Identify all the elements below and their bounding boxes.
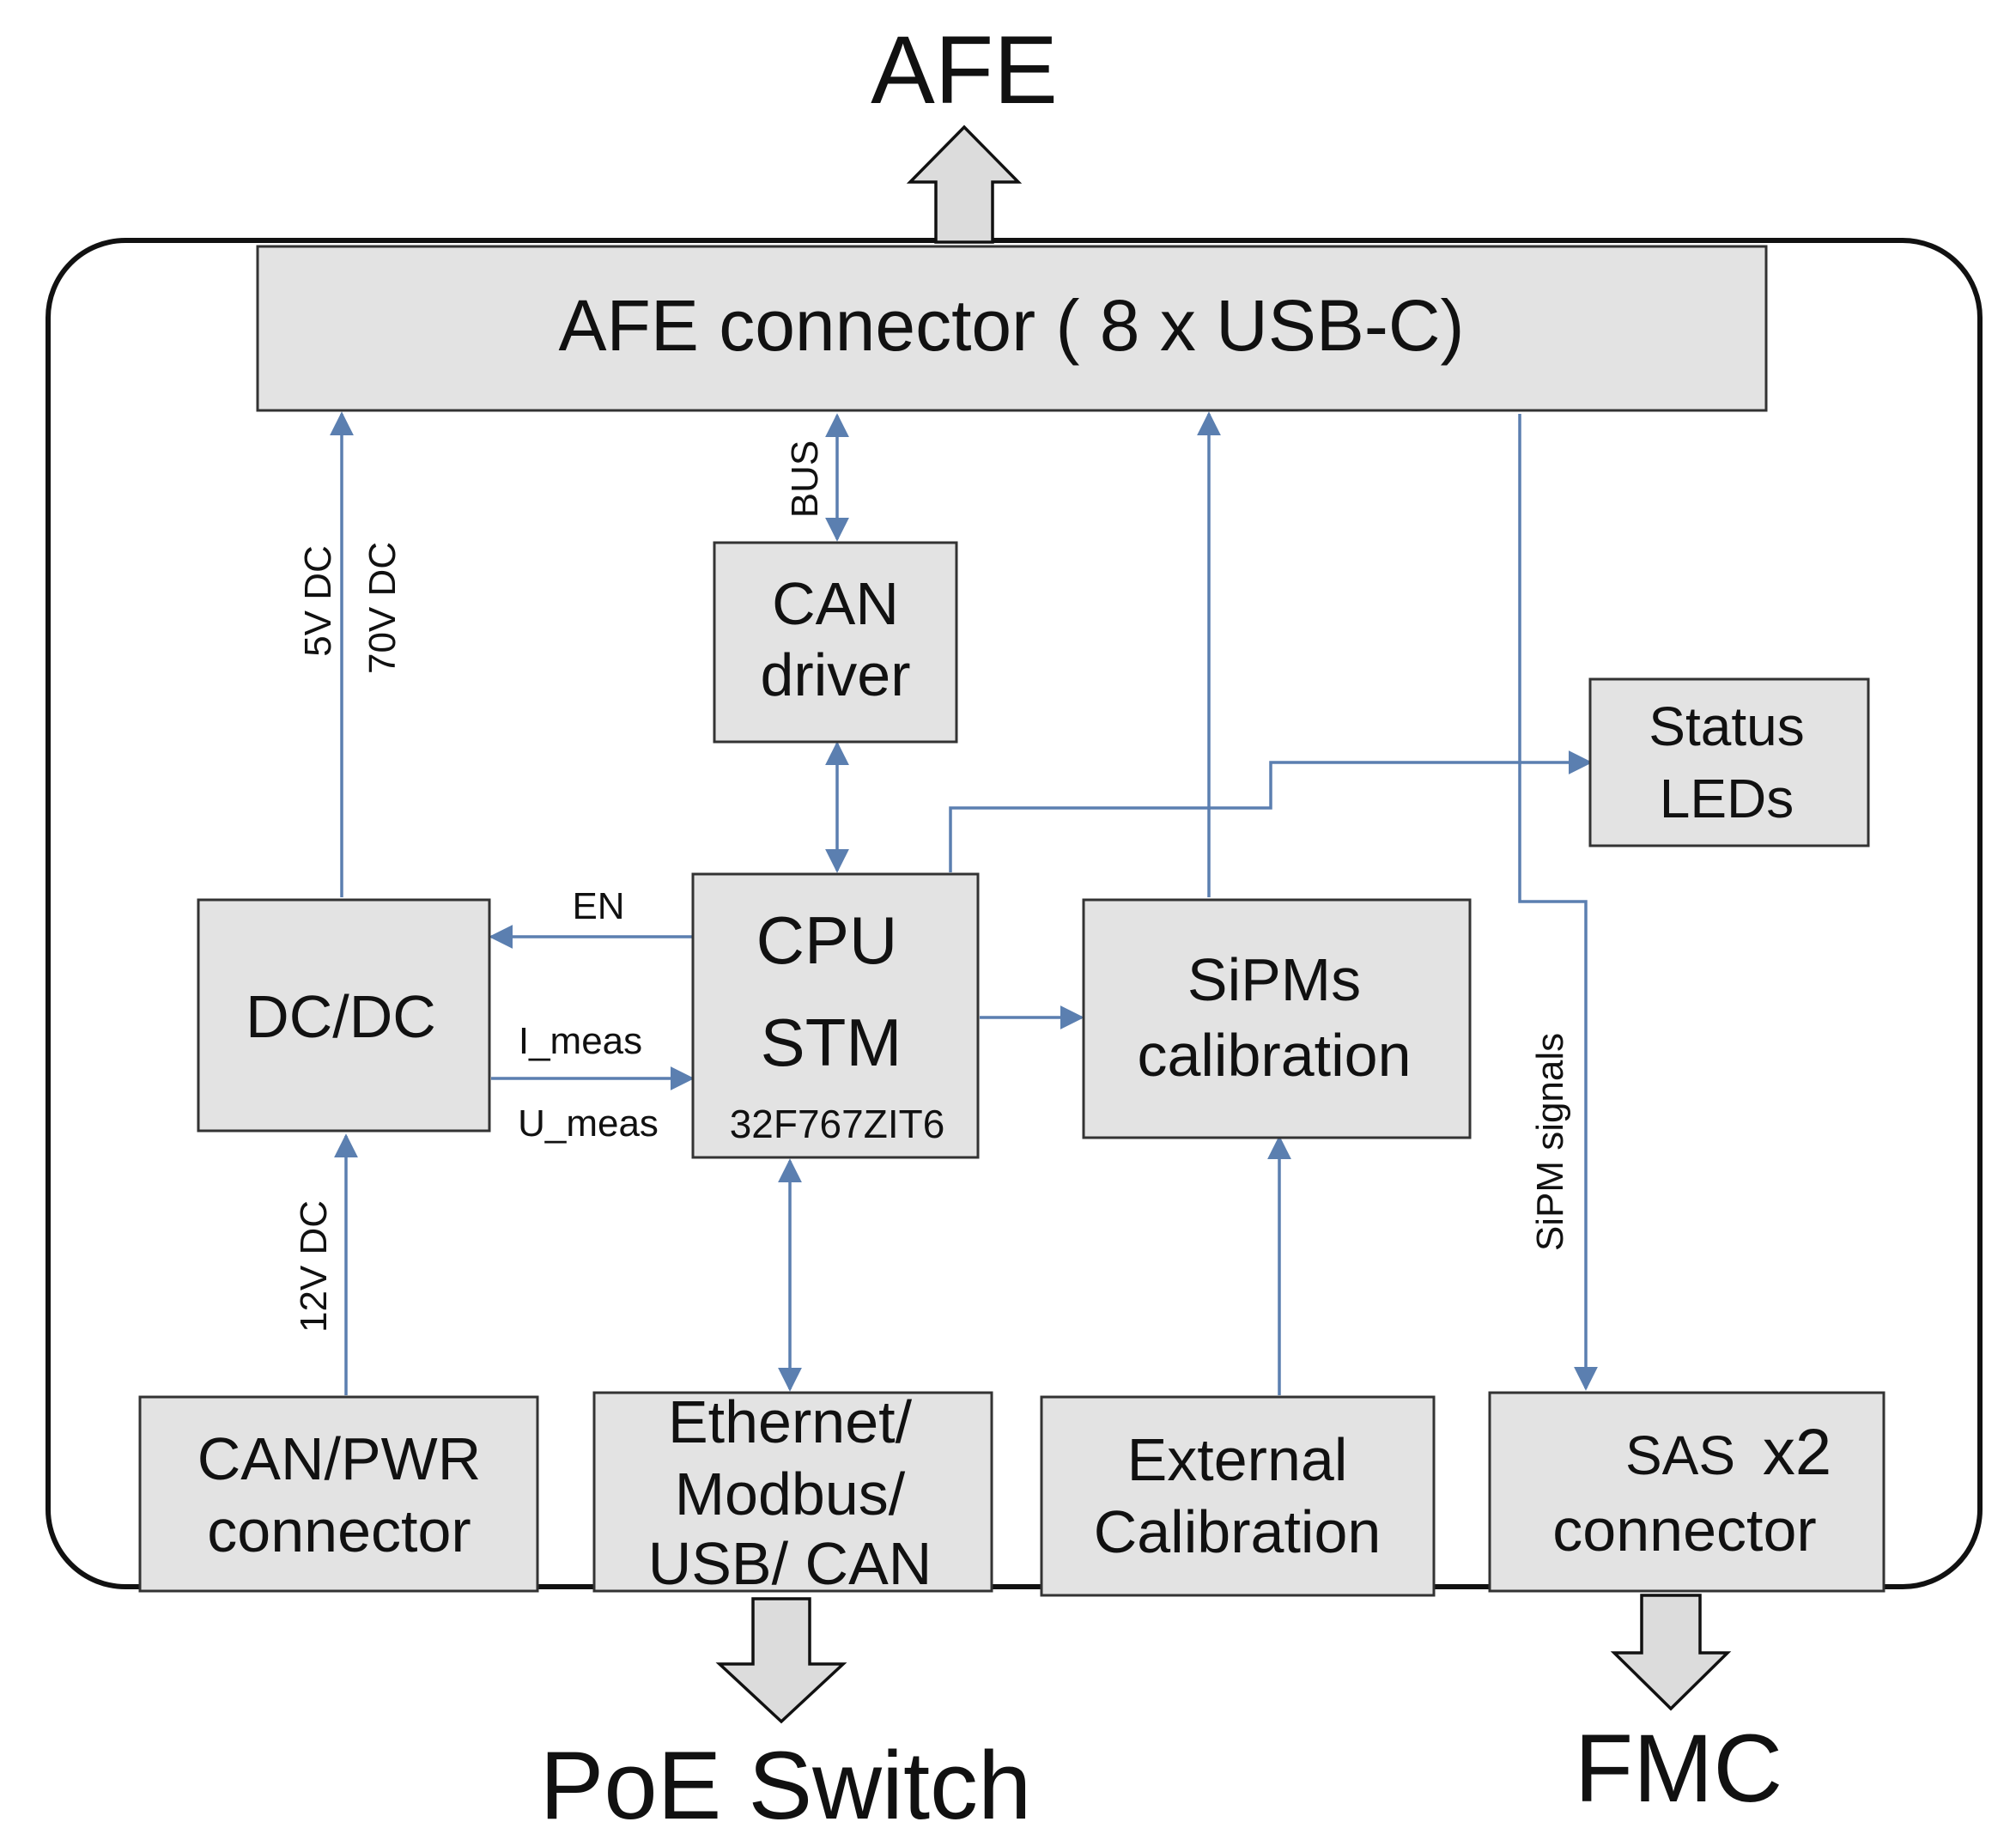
can-driver-line-1: CAN [772,570,899,637]
ethernet-block [592,1391,993,1593]
cpu-part-number: 32F767ZIT6 [730,1102,945,1146]
dc-5v-label: 5V DC [297,545,339,657]
status-leds-line-1: Status [1649,695,1804,757]
dcdc-block [197,898,491,1133]
sipms-calibration-line-2: calibration [1137,1022,1411,1089]
dcdc-label: DC/DC [246,983,436,1050]
sas-line-2: connector [1552,1497,1816,1564]
i-meas-label: I_meas [519,1020,642,1062]
en-label: EN [572,885,624,927]
afe-connector-label: AFE connector ( 8 x USB-C) [559,285,1465,366]
fmc-label: FMC [1575,1715,1783,1822]
poe-switch-arrow [715,1597,847,1724]
u-meas-label: U_meas [518,1102,659,1145]
ethernet-line-2: Modbus/ [675,1461,906,1527]
afe-connector-block [256,245,1768,412]
board-outline [46,238,1983,1589]
external-calibration-block [1040,1395,1436,1597]
sipms-calibration-line-1: SiPMs [1187,946,1361,1013]
sipms-calibration-block [1082,898,1472,1139]
sas-line-1: SAS [1625,1424,1735,1486]
wire-cpu-to-status-leds [949,750,1593,872]
status-leds-line-2: LEDs [1660,768,1794,829]
wire-sipm-signals [1518,414,1598,1391]
status-leds-block [1588,677,1870,847]
poe-switch-label: PoE Switch [540,1732,1032,1828]
cpu-line-2: STM [761,1005,902,1080]
sas-connector-block [1488,1391,1885,1593]
sipm-signals-label: SiPM signals [1529,1033,1571,1251]
cpu-block [691,872,980,1159]
external-calibration-line-2: Calibration [1094,1498,1381,1565]
dc-12v-label: 12V DC [293,1200,335,1333]
afe-output-arrow [906,124,1023,244]
sas-x2: x2 [1763,1416,1831,1489]
fmc-arrow [1610,1594,1732,1711]
can-pwr-line-1: CAN/PWR [197,1425,482,1492]
can-driver-block [713,541,958,744]
can-pwr-connector-block [138,1395,539,1593]
cpu-line-1: CPU [756,902,898,978]
bus-label: BUS [784,440,826,518]
external-calibration-line-1: External [1127,1426,1348,1493]
ethernet-line-3: USB/ CAN [648,1530,932,1597]
can-pwr-line-2: connector [207,1497,471,1564]
ethernet-line-1: Ethernet/ [668,1388,913,1455]
can-driver-line-2: driver [760,641,910,708]
dc-70v-label: 70V DC [361,542,404,674]
afe-label: AFE [871,16,1058,124]
